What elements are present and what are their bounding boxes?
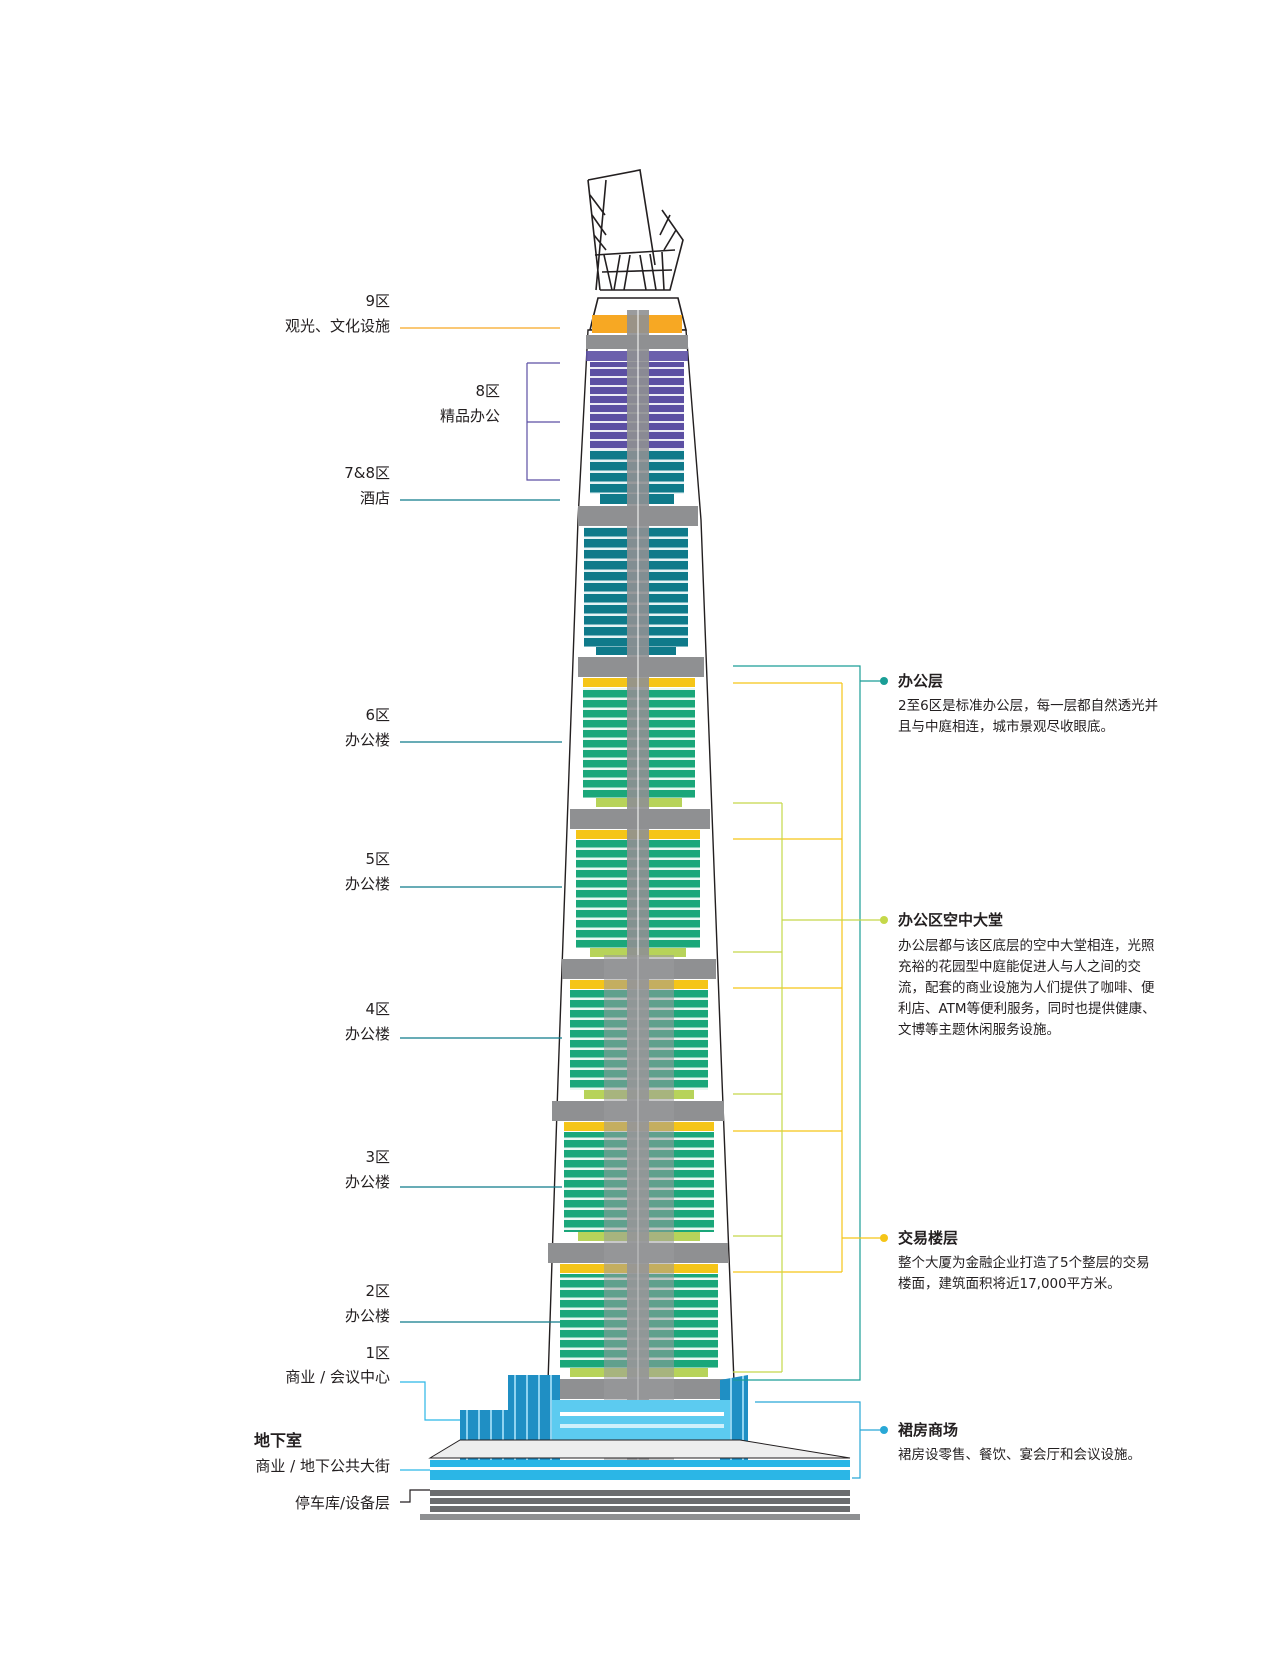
annotation-title: 办公区空中大堂 bbox=[898, 911, 1004, 929]
legend-dot bbox=[880, 1234, 888, 1242]
annotation-text: 裙房设零售、餐饮、宴会厅和会议设施。 bbox=[898, 1447, 1141, 1463]
zone-desc: 办公楼 bbox=[344, 1173, 390, 1191]
zone-desc: 精品办公 bbox=[439, 407, 500, 425]
annotation-title: 裙房商场 bbox=[898, 1421, 959, 1439]
zone-desc: 酒店 bbox=[359, 489, 390, 507]
basement-desc: 商业 / 地下公共大街 bbox=[255, 1457, 390, 1475]
annotation-text: 整个大厦为金融企业打造了5个整层的交易楼面，建筑面积将近17,000平方米。 bbox=[898, 1255, 1150, 1292]
zone-desc: 商业 / 会议中心 bbox=[285, 1368, 390, 1386]
zone-name: 8区 bbox=[475, 382, 500, 400]
zone-desc: 办公楼 bbox=[344, 1307, 390, 1325]
zone-desc: 办公楼 bbox=[344, 731, 390, 749]
zone-name: 4区 bbox=[365, 1000, 390, 1018]
legend-dot bbox=[880, 916, 888, 924]
crown-structure bbox=[587, 169, 688, 331]
zone-name: 2区 bbox=[365, 1282, 390, 1300]
parking-label: 停车库/设备层 bbox=[294, 1494, 390, 1512]
annotation-title: 交易楼层 bbox=[898, 1229, 959, 1247]
podium bbox=[508, 1375, 560, 1460]
zone-desc: 办公楼 bbox=[344, 875, 390, 893]
annotation-title: 办公层 bbox=[898, 672, 944, 690]
zone-name: 7&8区 bbox=[344, 464, 390, 482]
annotation-text: 2至6区是标准办公层，每一层都自然透光并且与中庭相连，城市景观尽收眼底。 bbox=[898, 698, 1159, 735]
zone-name: 9区 bbox=[365, 292, 390, 310]
basement-title: 地下室 bbox=[253, 1431, 302, 1450]
zone-desc: 观光、文化设施 bbox=[284, 317, 390, 335]
legend-dot bbox=[880, 1426, 888, 1434]
legend-dot bbox=[880, 677, 888, 685]
zone-name: 5区 bbox=[365, 850, 390, 868]
zone-name: 1区 bbox=[365, 1344, 390, 1362]
zone-name: 6区 bbox=[365, 706, 390, 724]
zone-desc: 办公楼 bbox=[344, 1025, 390, 1043]
zone-name: 3区 bbox=[365, 1148, 390, 1166]
annotation-text: 办公层都与该区底层的空中大堂相连，光照充裕的花园型中庭能促进人与人之间的交流，配… bbox=[898, 938, 1156, 1038]
